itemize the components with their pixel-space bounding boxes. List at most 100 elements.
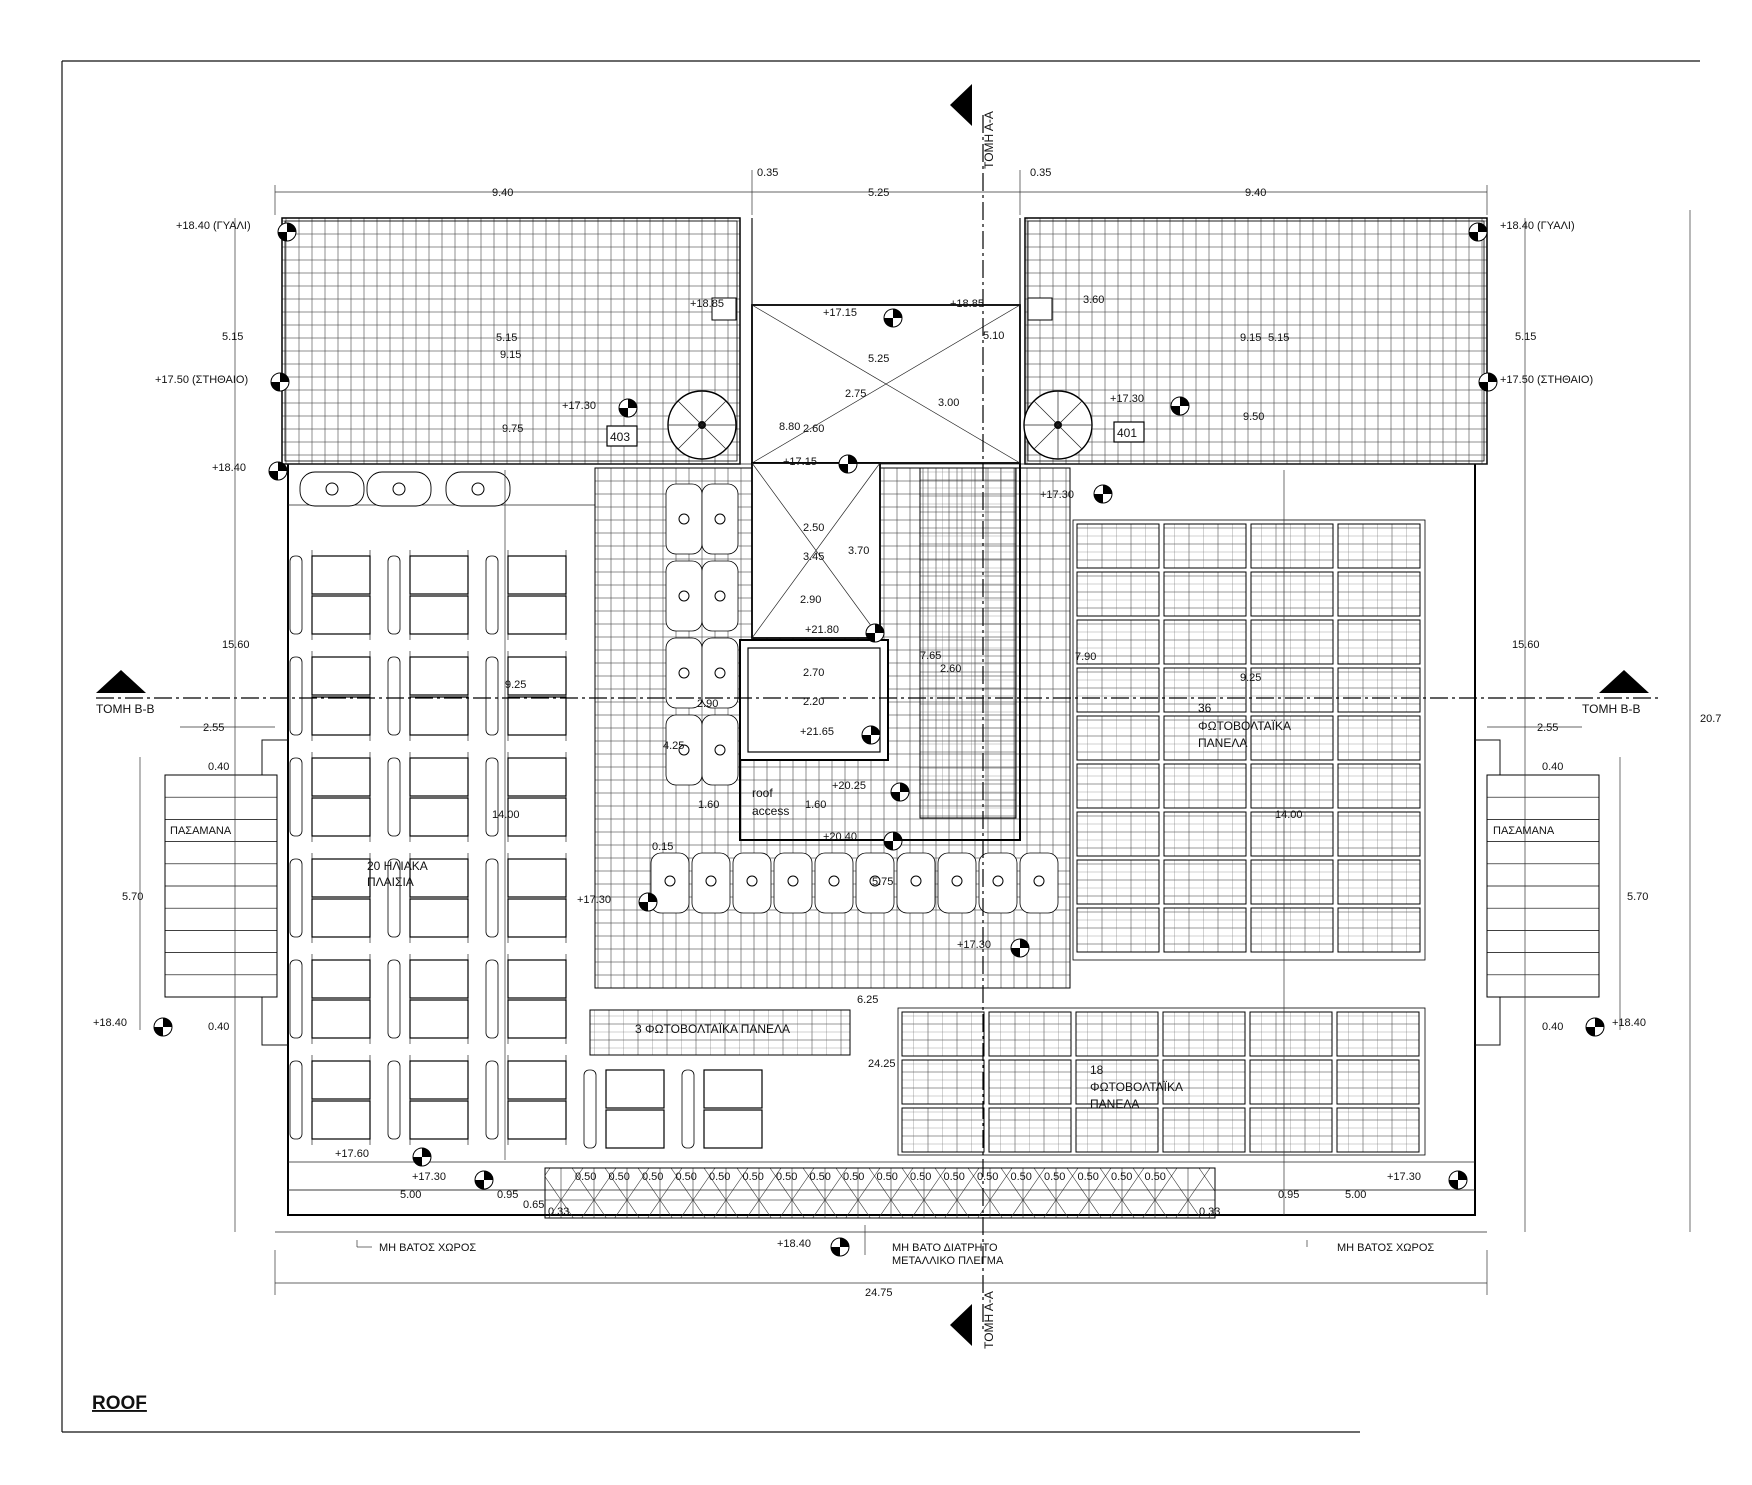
- level-marker-fill: [866, 624, 884, 642]
- tank-valve: [325, 482, 339, 496]
- pv-module: [1076, 667, 1160, 713]
- tank-valve: [664, 875, 676, 887]
- level-marker-fill: [619, 399, 637, 417]
- collector-panel: [311, 595, 371, 635]
- top-terraces: [281, 217, 1488, 465]
- dim-grid-module: 0.50: [910, 1171, 931, 1183]
- dim-inner: 0.15: [652, 841, 673, 853]
- pv-module: [1250, 571, 1334, 617]
- level-core-top: +21.80: [805, 624, 839, 636]
- dim-right-rail-height: 5.70: [1627, 891, 1648, 903]
- dimension-lines: [139, 170, 1691, 1295]
- level-stair-tl: +18.85: [690, 298, 724, 310]
- level-shaft-mid: +17.15: [783, 456, 817, 468]
- tank-valve: [1033, 875, 1045, 887]
- dim-grid-module: 0.50: [877, 1171, 898, 1183]
- dim-inner: 2.75: [845, 388, 866, 400]
- dim-bottom-grid-offset: 0.65: [523, 1199, 544, 1211]
- collector-panel: [409, 555, 469, 595]
- dim-grid-module: 0.50: [1145, 1171, 1166, 1183]
- drawing-title: ROOF: [92, 1393, 147, 1414]
- dim-inner: 9.15: [500, 349, 521, 361]
- dim-left-inset: 2.55: [203, 722, 224, 734]
- dim-inner: 3.70: [848, 545, 869, 557]
- dim-inner: 3.45: [803, 551, 824, 563]
- dim-grid-module: 0.50: [575, 1171, 596, 1183]
- pv-module: [1336, 1011, 1420, 1057]
- pv-module: [1249, 1059, 1333, 1105]
- pv-module: [1163, 859, 1247, 905]
- collector-panel: [507, 959, 567, 999]
- dim-grid-module: 0.50: [944, 1171, 965, 1183]
- level-marker-fill: [154, 1018, 172, 1036]
- collector-panel: [409, 595, 469, 635]
- dim-inner: 9.75: [502, 423, 523, 435]
- dim-inner: 7.65: [920, 650, 941, 662]
- collector-panel: [311, 797, 371, 837]
- collector-panel: [507, 757, 567, 797]
- solar-collectors: [289, 550, 763, 1149]
- dim-inner: 2.50: [803, 522, 824, 534]
- level-terrace-center: +17.30: [957, 939, 991, 951]
- section-axes: [96, 84, 1660, 1346]
- collector-tank: [485, 858, 499, 938]
- pv-module: [1075, 1011, 1159, 1057]
- level-marker-fill: [278, 223, 296, 241]
- collector-tank: [289, 858, 303, 938]
- tank-valve: [828, 875, 840, 887]
- pv-module: [1337, 763, 1421, 809]
- dim-left-upper: 5.15: [222, 331, 243, 343]
- collector-tank: [485, 959, 499, 1039]
- collector-panel: [409, 959, 469, 999]
- pv-module: [1337, 523, 1421, 569]
- water-tanks: [299, 471, 1059, 914]
- level-marker-fill: [839, 455, 857, 473]
- level-core-roof: +20.25: [832, 780, 866, 792]
- pv-module: [1337, 619, 1421, 665]
- level-marker-fill: [1171, 397, 1189, 415]
- collector-panel: [409, 797, 469, 837]
- dim-right-rail-top: 0.40: [1542, 761, 1563, 773]
- level-marker-fill: [1586, 1018, 1604, 1036]
- roof-access-label-2: access: [752, 804, 789, 818]
- dim-left-rail-top: 0.40: [208, 761, 229, 773]
- dim-inner: 5.15: [1268, 332, 1289, 344]
- no-access-left-label: ΜΗ ΒΑΤΟΣ ΧΩΡΟΣ: [379, 1242, 476, 1254]
- collector-panel: [409, 696, 469, 736]
- sheet-frame: [61, 60, 1700, 1433]
- dim-inner: 2.90: [697, 698, 718, 710]
- pv-module: [1163, 523, 1247, 569]
- level-core-mid: +21.65: [800, 726, 834, 738]
- pv-module: [1076, 907, 1160, 953]
- collector-panel: [507, 595, 567, 635]
- level-roof-right-2: +17.30: [1040, 489, 1074, 501]
- dim-inner: 14.00: [1275, 809, 1303, 821]
- dim-inner: 6.25: [857, 994, 878, 1006]
- collector-panel: [311, 858, 371, 898]
- dim-gap-left: 0.35: [757, 167, 778, 179]
- solar-collectors-label-2: ΠΛΑΙΣΙΑ: [367, 875, 414, 889]
- dim-inner: 4.25: [663, 740, 684, 752]
- dim-inner: 2.90: [800, 594, 821, 606]
- level-terrace-left: +17.30: [577, 894, 611, 906]
- dim-bottom-left-gap: 0.95: [497, 1189, 518, 1201]
- level-left-lower: +18.40: [93, 1017, 127, 1029]
- handrail-stairs: [164, 774, 1600, 998]
- dim-inner: 9.50: [1243, 411, 1264, 423]
- pv-module: [1163, 763, 1247, 809]
- collector-panel: [507, 1100, 567, 1140]
- dim-inner: 9.25: [505, 679, 526, 691]
- pv-module: [1250, 523, 1334, 569]
- collector-panel: [507, 1060, 567, 1100]
- room-tag-texts: 403 401: [610, 426, 1137, 444]
- collector-tank: [387, 656, 401, 736]
- level-marker-fill: [884, 832, 902, 850]
- dim-inner: 9.25: [1240, 672, 1261, 684]
- collector-panel: [409, 898, 469, 938]
- dim-grid-module: 0.50: [843, 1171, 864, 1183]
- dim-inner: 2.70: [803, 667, 824, 679]
- pv-module: [1162, 1059, 1246, 1105]
- pv-module: [1337, 715, 1421, 761]
- dim-bottom-left: 5.00: [400, 1189, 421, 1201]
